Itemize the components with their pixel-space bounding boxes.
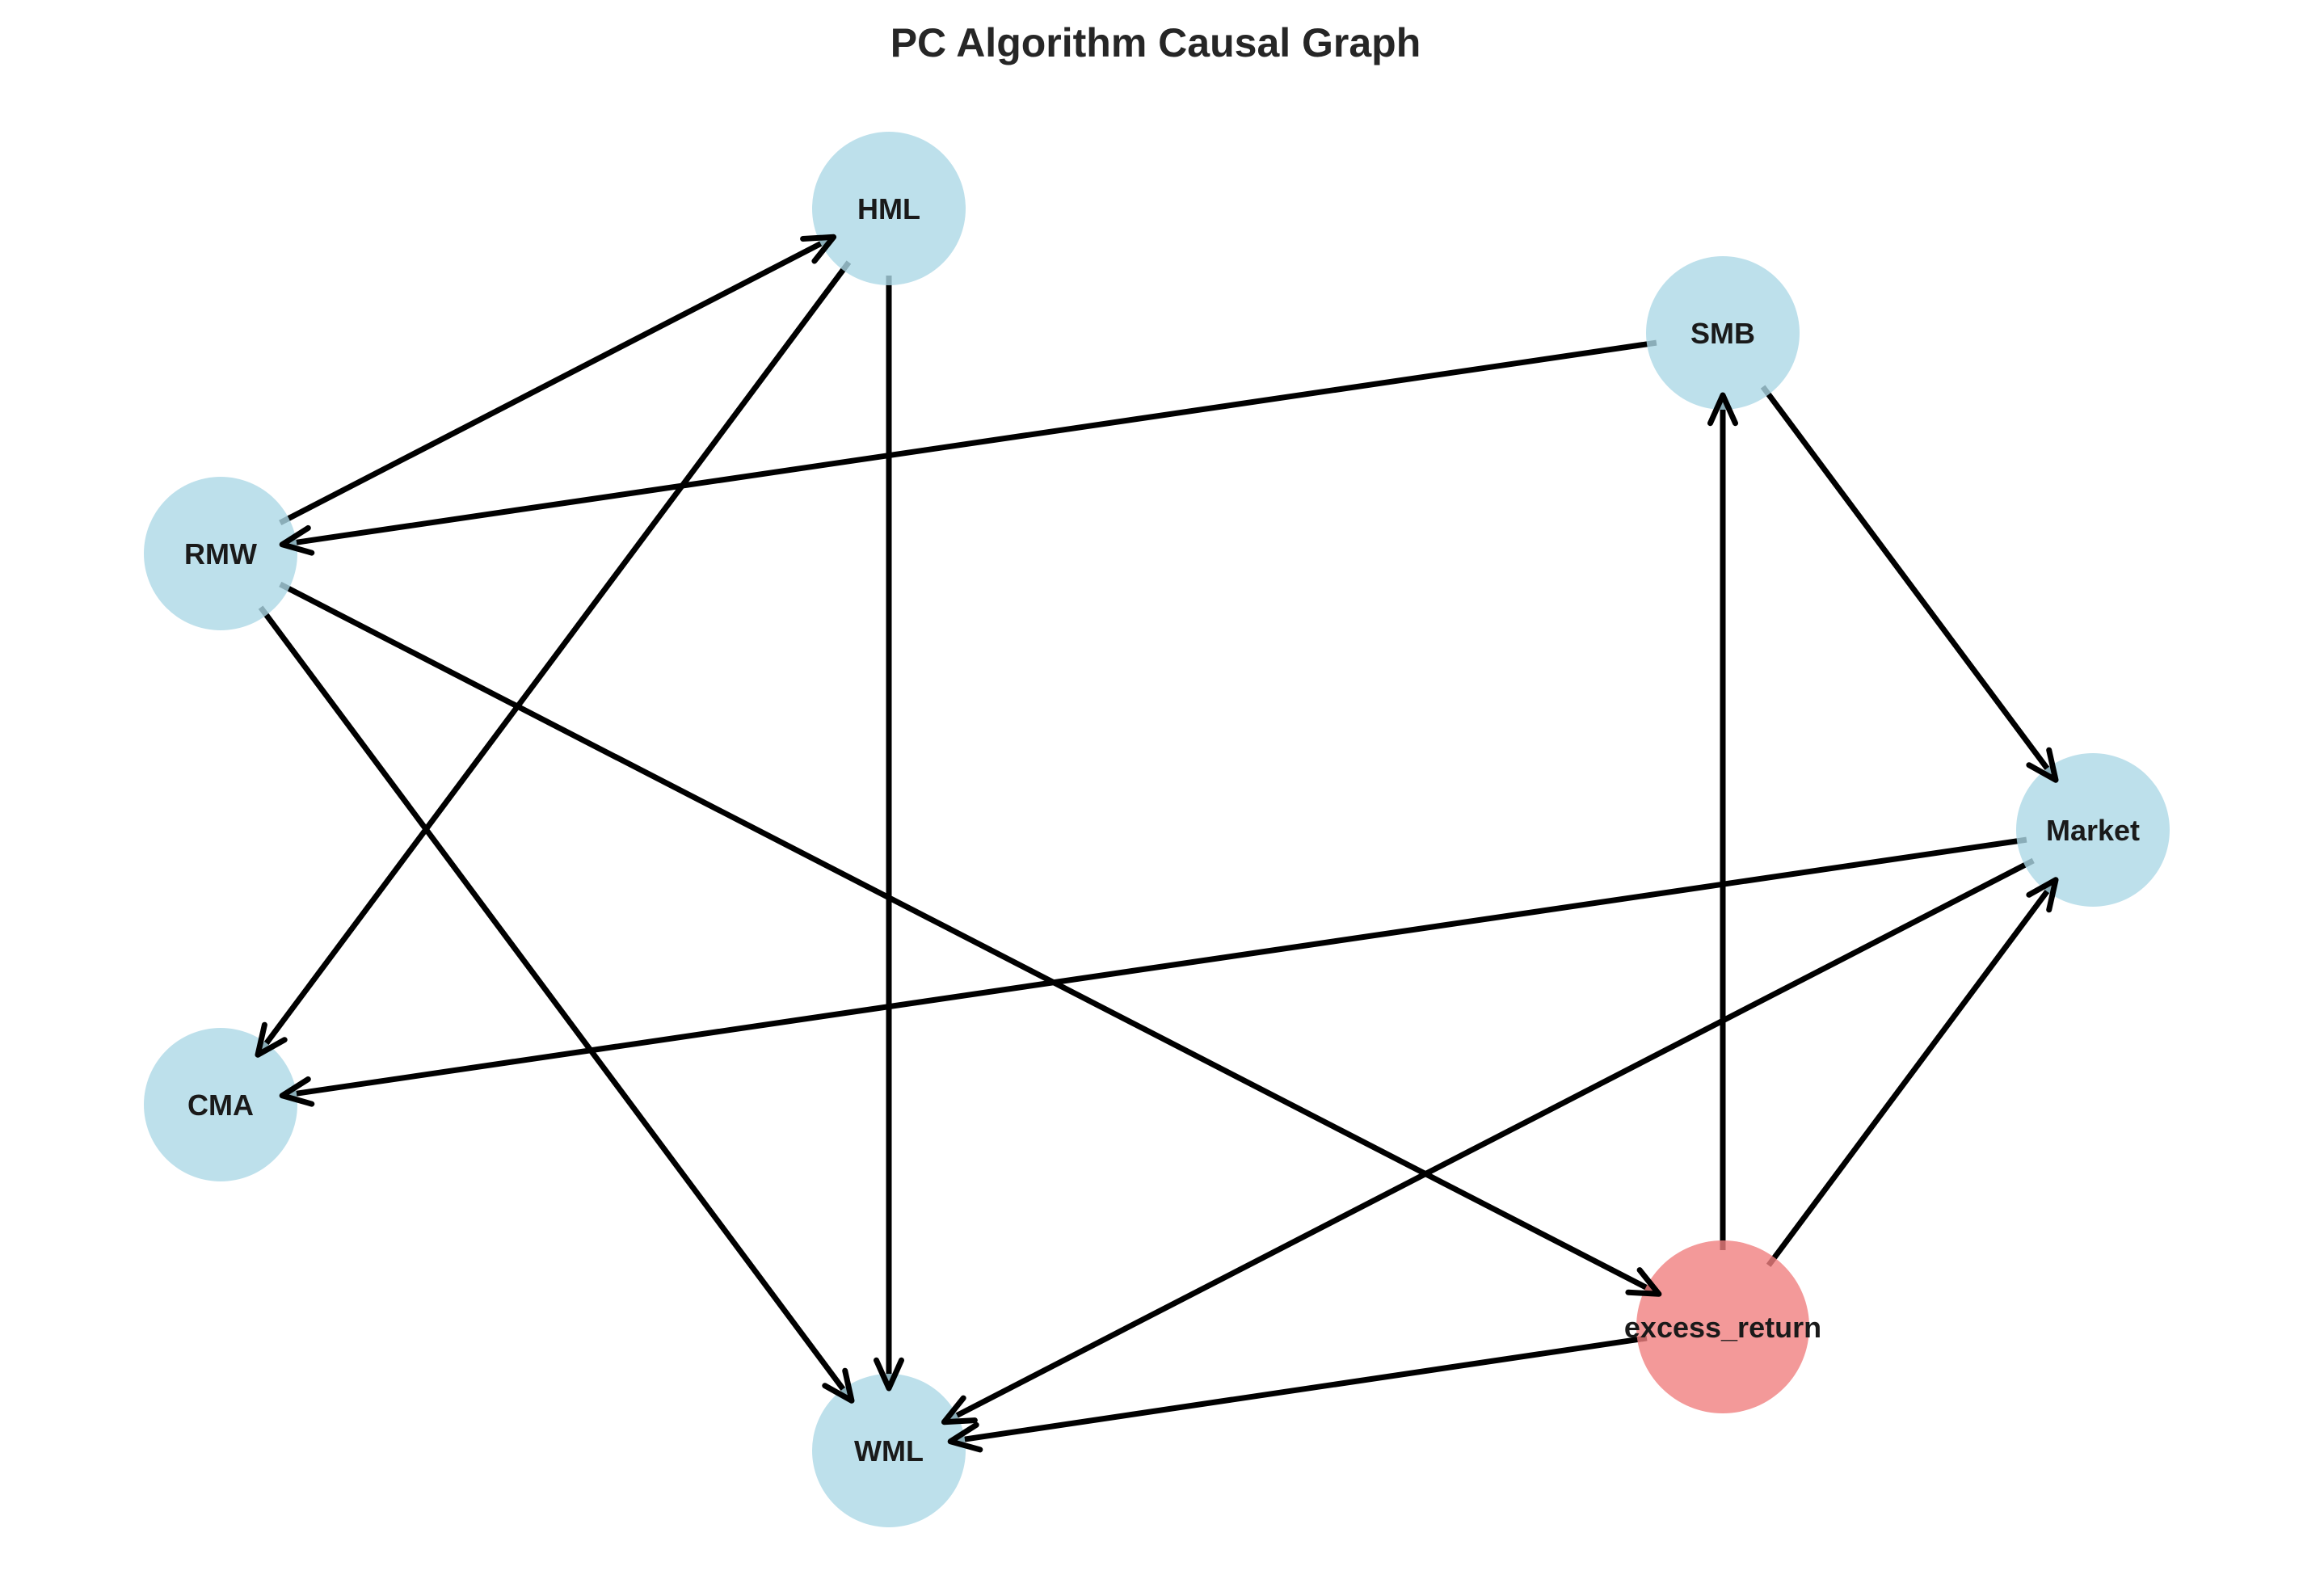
arrowhead-hml-to-wml: [874, 1357, 904, 1392]
node-label: Market: [2046, 814, 2140, 847]
edge-hml-to-cma: [255, 260, 852, 1057]
edges-layer: [255, 234, 2058, 1445]
arrowhead-excess-return-to-smb: [1707, 392, 1738, 427]
edge-excess-return-to-wml: [949, 1335, 1648, 1445]
edge-rmw-to-hml: [279, 234, 836, 526]
edge-market-to-cma: [281, 836, 2027, 1099]
node-label: excess_return: [1624, 1311, 1821, 1344]
arrowhead-smb-to-rmw: [279, 524, 315, 556]
node-label: RMW: [184, 537, 257, 571]
chart-title: PC Algorithm Causal Graph: [890, 20, 1421, 65]
arrowhead-hml-to-cma: [255, 1021, 288, 1058]
edge-smb-to-market: [1760, 385, 2058, 782]
arrowhead-smb-to-market: [2026, 747, 2059, 783]
node-circle: [2016, 753, 2170, 907]
node-excess-return: excess_return: [1624, 1240, 1821, 1413]
node-label: CMA: [187, 1089, 254, 1122]
node-market: Market: [2016, 753, 2170, 907]
node-hml: HML: [812, 132, 966, 285]
node-wml: WML: [812, 1374, 966, 1527]
arrowhead-excess-return-to-market: [2026, 877, 2059, 913]
node-circle: [1646, 256, 1800, 410]
arrowhead-market-to-wml: [941, 1395, 978, 1425]
arrowhead-rmw-to-hml: [800, 234, 837, 264]
node-circle: [144, 1028, 297, 1181]
arrowheads-layer: [255, 234, 2059, 1453]
edge-market-to-wml: [942, 857, 2035, 1425]
node-cma: CMA: [144, 1028, 297, 1181]
arrowhead-excess-return-to-wml: [947, 1421, 983, 1453]
node-smb: SMB: [1646, 256, 1800, 410]
node-label: HML: [857, 192, 920, 225]
arrowhead-rmw-to-wml: [822, 1367, 855, 1404]
node-label: SMB: [1690, 317, 1755, 350]
edge-excess-return-to-market: [1766, 878, 2058, 1267]
node-label: WML: [854, 1434, 924, 1468]
node-circle: [812, 132, 966, 285]
arrowhead-rmw-to-excess-return: [1625, 1267, 1662, 1297]
node-rmw: RMW: [144, 477, 297, 630]
node-circle: [144, 477, 297, 630]
edge-smb-to-rmw: [281, 339, 1657, 548]
edge-rmw-to-wml: [258, 605, 854, 1403]
node-circle: [812, 1374, 966, 1527]
edge-rmw-to-excess-return: [279, 581, 1661, 1297]
node-circle: [1636, 1240, 1809, 1413]
arrowhead-market-to-cma: [279, 1076, 315, 1107]
